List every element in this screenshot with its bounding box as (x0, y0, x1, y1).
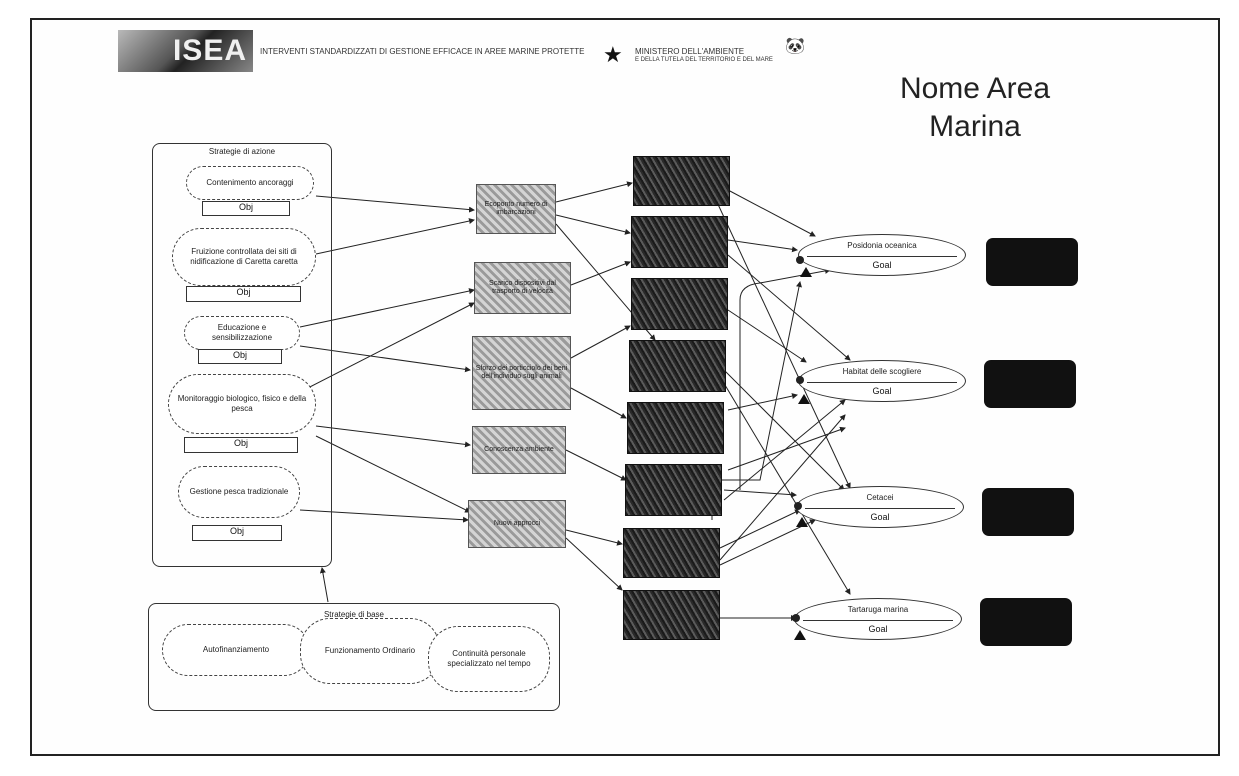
goal-name: Tartaruga marina (847, 605, 909, 614)
goal-marker-dot (796, 256, 804, 264)
link (727, 239, 798, 253)
obj-box: Obj (198, 349, 282, 364)
goal-name: Habitat delle scogliere (842, 367, 922, 376)
result-box[interactable] (629, 340, 726, 392)
goal-habitat-scogliere[interactable]: Habitat delle scogliere Goal (798, 360, 966, 402)
link (315, 425, 471, 448)
goal-label: Goal (872, 386, 892, 396)
goal-marker-triangle-icon (794, 630, 806, 640)
goal-posidonia[interactable]: Posidonia oceanica Goal (798, 234, 966, 276)
obj-box: Obj (202, 201, 290, 216)
link (727, 426, 846, 471)
goal-cetacei[interactable]: Cetacei Goal (796, 486, 964, 528)
link (719, 509, 801, 549)
link (299, 288, 475, 328)
goal-divider (807, 382, 957, 383)
link (299, 302, 475, 393)
panel-title: Strategie di azione (208, 147, 276, 156)
link (570, 325, 631, 359)
base-strategy-autofinanziamento[interactable]: Autofinanziamento (162, 624, 310, 676)
link (715, 369, 851, 595)
link (555, 181, 633, 203)
redacted-box (982, 488, 1074, 536)
goal-marker-dot (796, 376, 804, 384)
ministry-label: MINISTERO DELL'AMBIENTE E DELLA TUTELA D… (635, 47, 775, 65)
action-strategies-panel: Strategie di azione (152, 143, 332, 567)
goal-marker-dot (792, 614, 800, 622)
obj-box: Obj (192, 525, 282, 541)
link (739, 267, 831, 490)
strategy-fruizione-controllata[interactable]: Fruizione controllata dei siti di nidifi… (172, 228, 316, 286)
goal-label: Goal (870, 512, 890, 522)
goal-name: Posidonia oceanica (847, 241, 917, 250)
ministry-line1: MINISTERO DELL'AMBIENTE (635, 47, 745, 56)
ministry-star-icon: ★ (603, 42, 623, 67)
link (723, 489, 797, 498)
strategy-contenimento-ancoraggi[interactable]: Contenimento ancoraggi (186, 166, 314, 200)
wwf-panda-icon: 🐼 (785, 38, 805, 55)
goal-marker-dot (794, 502, 802, 510)
base-strategy-continuita[interactable]: Continuità personale specializzato nel t… (428, 626, 550, 692)
link (719, 414, 846, 561)
link (299, 345, 471, 373)
link (565, 449, 627, 481)
result-box[interactable] (627, 402, 724, 454)
link (299, 509, 469, 523)
panel-title: Strategie di base (323, 610, 385, 619)
link (570, 387, 627, 419)
obj-box: Obj (184, 437, 298, 453)
link (565, 529, 623, 546)
area-title: Nome Area Marina (899, 72, 1051, 143)
result-box[interactable] (633, 156, 730, 206)
link (727, 189, 816, 237)
result-box[interactable] (631, 216, 728, 268)
intermediate-strategy[interactable]: Nuovi approcci (468, 500, 566, 548)
link (315, 218, 475, 255)
goal-marker-triangle-icon (798, 394, 810, 404)
goal-marker-triangle-icon (800, 267, 812, 277)
result-box[interactable] (623, 528, 720, 578)
goal-marker-triangle-icon (796, 517, 808, 527)
redacted-box (986, 238, 1078, 286)
header-subtitle: INTERVENTI STANDARDIZZATI DI GESTIONE EF… (260, 47, 585, 56)
link (315, 435, 471, 513)
intermediate-strategy[interactable]: Conoscenza ambiente (472, 426, 566, 474)
obj-box: Obj (186, 286, 301, 302)
intermediate-strategy[interactable]: Ecoponto numero di imbarcazioni (476, 184, 556, 234)
link (727, 309, 807, 363)
link (315, 195, 475, 213)
goal-label: Goal (868, 624, 888, 634)
link (727, 254, 851, 361)
link (570, 261, 631, 286)
goal-name: Cetacei (866, 493, 894, 502)
link (723, 369, 845, 491)
isea-logo: ISEA (118, 30, 253, 72)
ministry-line2: E DELLA TUTELA DEL TERRITORIO E DEL MARE (635, 57, 773, 63)
strategy-gestione-pesca[interactable]: Gestione pesca tradizionale (178, 466, 300, 518)
link (715, 199, 851, 489)
goal-divider (807, 256, 957, 257)
base-strategy-funzionamento[interactable]: Funzionamento Ordinario (300, 618, 440, 684)
intermediate-strategy[interactable]: Scarico dispositivi dal trasporto di vel… (474, 262, 571, 314)
strategy-educazione-sensibilizzazione[interactable]: Educazione e sensibilizzazione (184, 316, 300, 350)
strategy-monitoraggio[interactable]: Monitoraggio biologico, fisico e della p… (168, 374, 316, 434)
goal-divider (805, 508, 955, 509)
goal-label: Goal (872, 260, 892, 270)
goal-tartaruga-marina[interactable]: Tartaruga marina Goal (794, 598, 962, 640)
link (719, 519, 816, 566)
redacted-box (984, 360, 1076, 408)
link (319, 567, 329, 603)
redacted-box (980, 598, 1072, 646)
result-box[interactable] (631, 278, 728, 330)
goal-divider (803, 620, 953, 621)
link (565, 537, 623, 591)
link (555, 214, 631, 235)
intermediate-strategy[interactable]: Sforzo dei porticciolo dei beni dell'ind… (472, 336, 571, 410)
result-box[interactable] (623, 590, 720, 640)
base-strategies-panel: Strategie di base (148, 603, 560, 711)
result-box[interactable] (625, 464, 722, 516)
